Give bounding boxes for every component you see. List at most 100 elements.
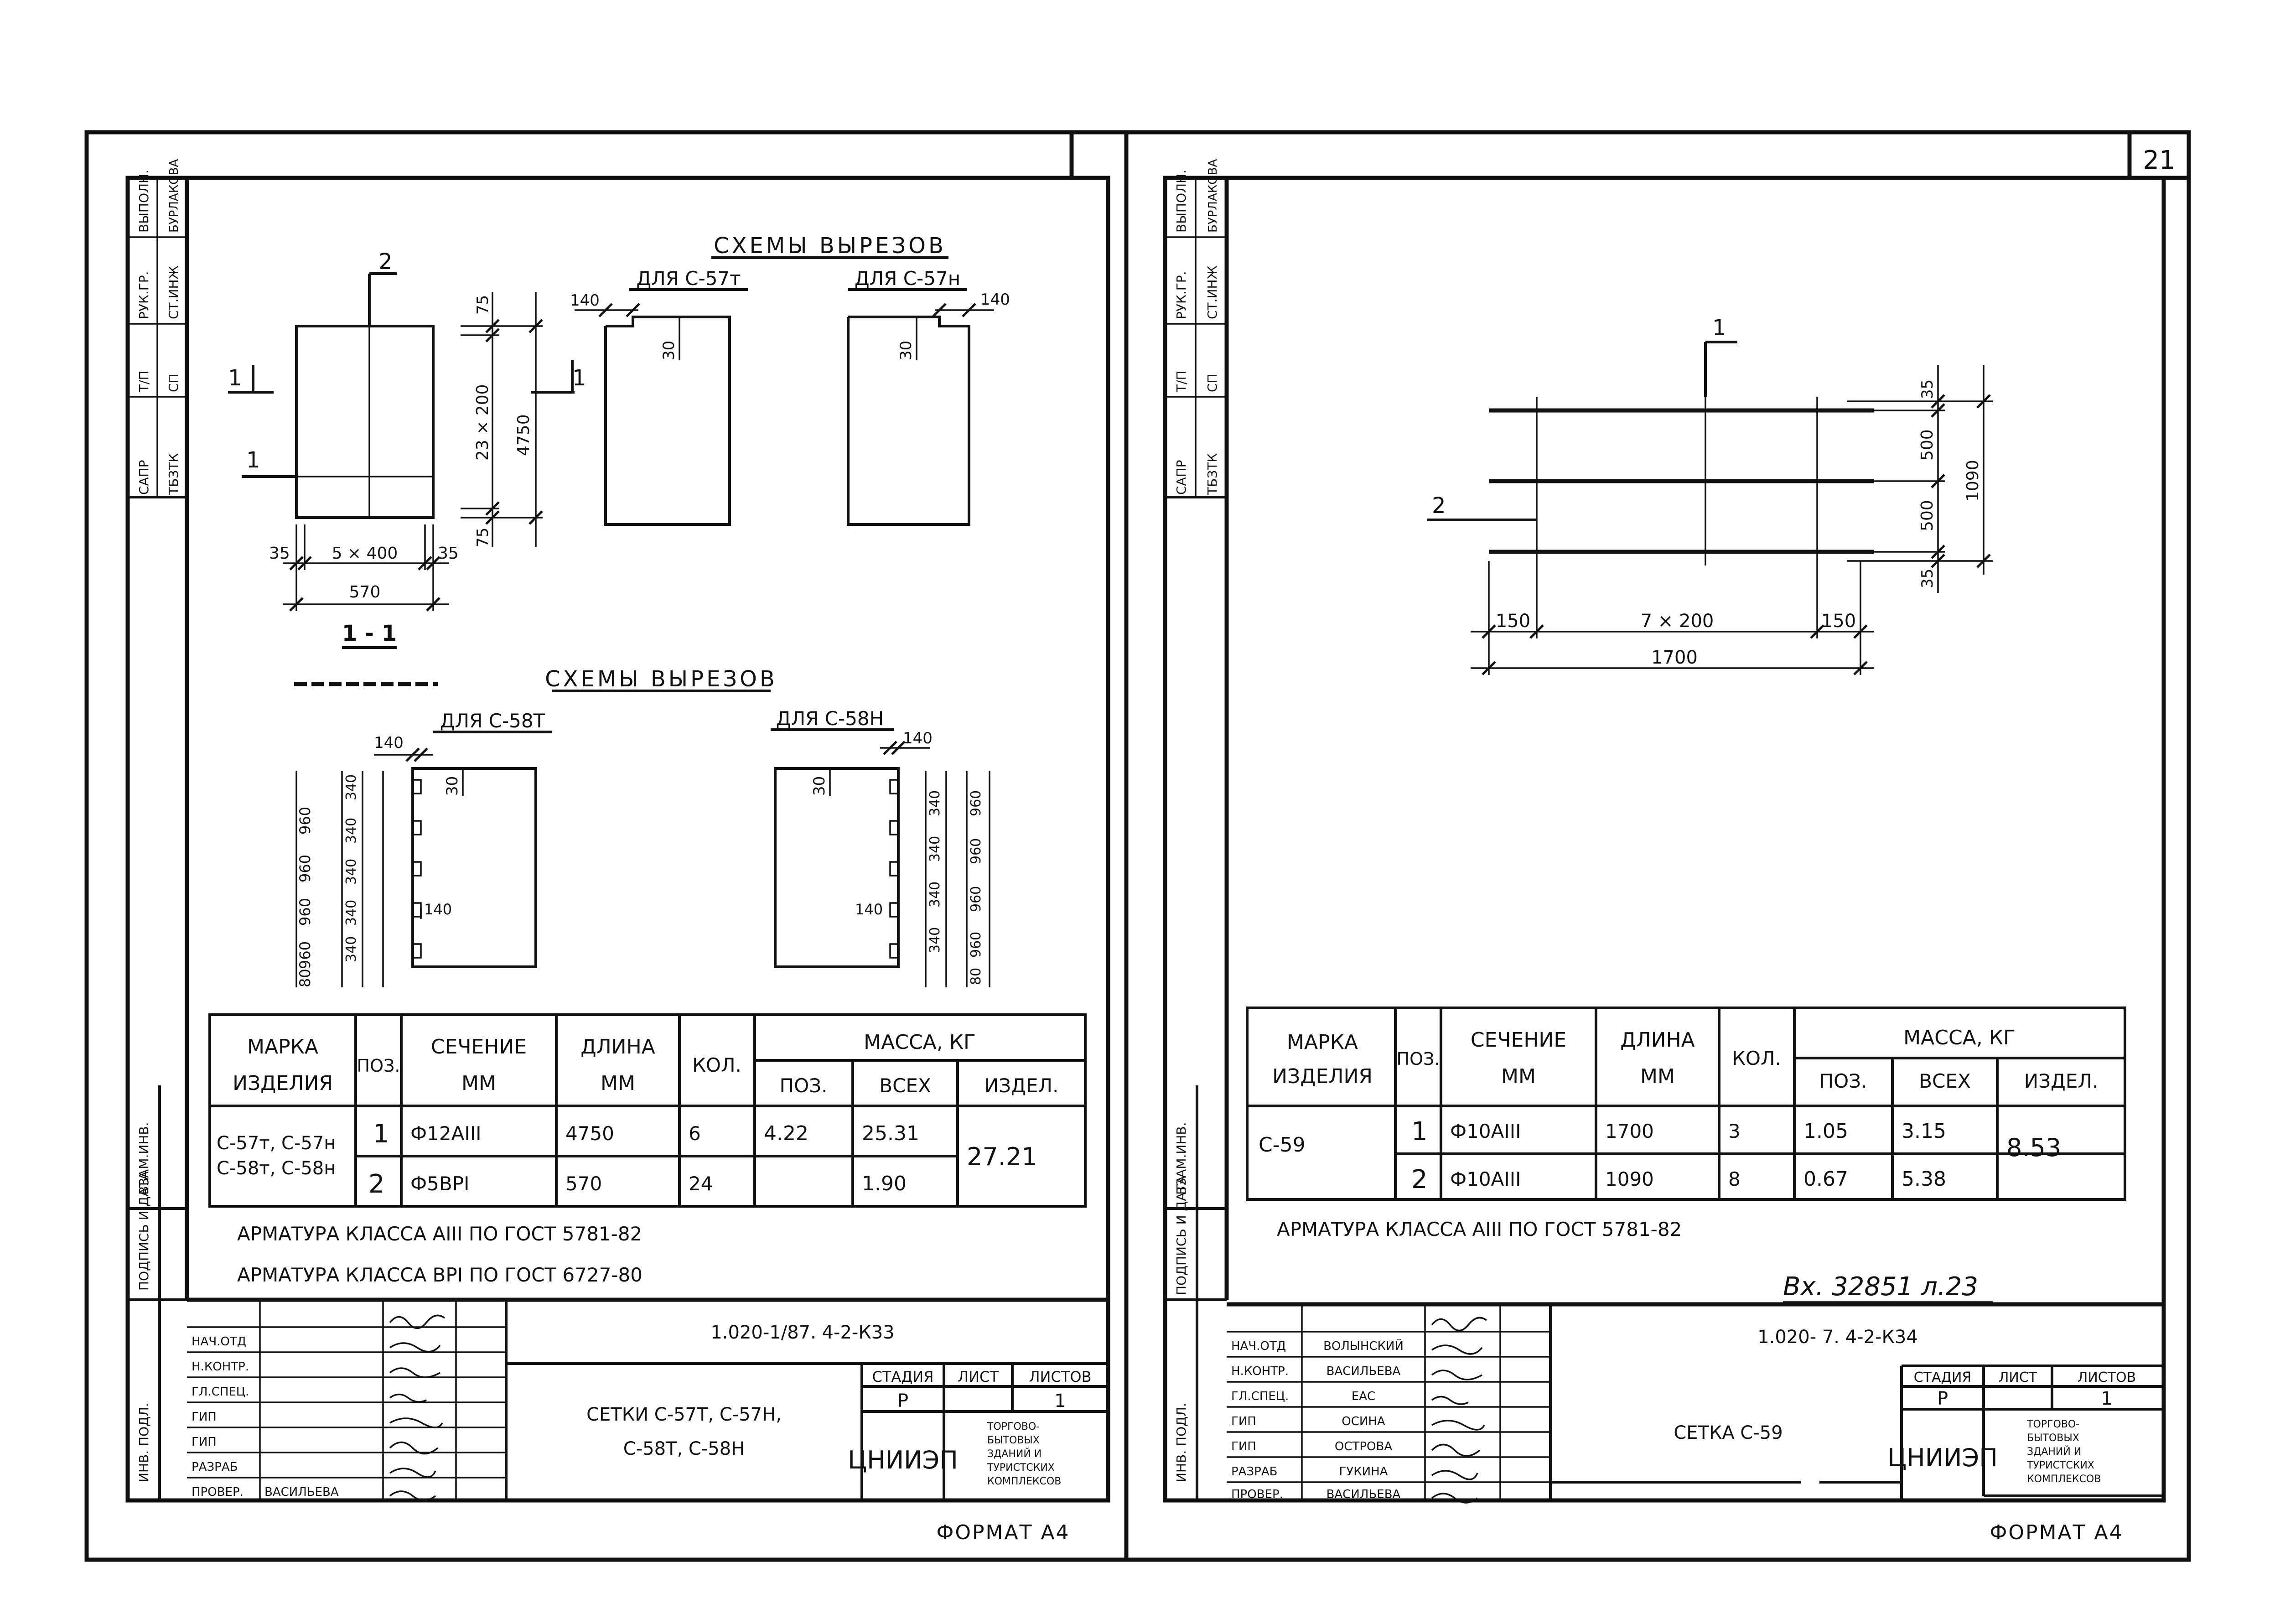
dim-140: 140 [980,291,1010,309]
dim-35: 35 [1918,569,1937,588]
td-mass-item: 8.53 [2006,1133,2061,1162]
th-length: ММ [1640,1065,1675,1088]
org-sub: ЗДАНИЙ И [987,1448,1042,1460]
doc-code: 1.020-1/87. 4-2-К33 [710,1322,894,1343]
stamp-text: РУК.ГР. [136,271,151,319]
role: ГИП [192,1410,217,1424]
dim-75-bottom: 75 [474,528,492,547]
name: ОСИНА [1342,1415,1385,1428]
td-mass-all: 1.90 [862,1172,907,1195]
td-length: 4750 [565,1122,614,1145]
sheets-header: ЛИСТОВ [2078,1370,2136,1385]
note-rebar: АРМАТУРА КЛАССА АIII ПО ГОСТ 5781-82 [237,1223,642,1245]
cutouts-title: СХЕМЫ ВЫРЕЗОВ [545,666,777,692]
role: РАЗРАБ [1231,1465,1277,1479]
org-sub: БЫТОВЫХ [2027,1432,2079,1444]
stamp-text: СТ.ИНЖ [166,265,181,319]
dim-500: 500 [1918,500,1937,531]
stage-value: Р [897,1391,908,1411]
sheets-value: 1 [2101,1388,2112,1409]
org-sub: КОМПЛЕКСОВ [987,1476,1061,1487]
dim-960: 960 [968,886,984,912]
cutout-label: ДЛЯ С-58Н [776,707,884,730]
th-section: СЕЧЕНИЕ [1471,1028,1566,1052]
td-section: Ф12АIII [410,1122,482,1145]
td-mass-pos: 0.67 [1803,1167,1848,1191]
td-length: 570 [565,1173,602,1195]
role: ГЛ.СПЕЦ. [192,1385,249,1399]
dim-140-notch: 140 [424,901,452,918]
stamp-text: САПР [136,460,151,495]
mark-1: 1 [1712,315,1726,341]
dim-340: 340 [927,882,943,908]
th-mass-all: ВСЕХ [879,1074,931,1097]
dim-30: 30 [897,341,915,360]
role: ГЛ.СПЕЦ. [1231,1390,1289,1403]
dim-75-top: 75 [474,295,492,315]
dim-340: 340 [927,927,943,953]
stamp-text: ВЫПОЛН. [1174,170,1189,233]
left-side-stamp: САПР Т/П РУК.ГР. ВЫПОЛН. ТБЗТК СП СТ.ИНЖ… [126,159,188,498]
name: ВАСИЛЬЕВА [1327,1365,1401,1378]
dim-340: 340 [927,836,943,862]
name: ВОЛЫНСКИЙ [1323,1339,1404,1353]
left-title-block: НАЧ.ОТД Н.КОНТР. ГЛ.СПЕЦ. ГИП ГИП РАЗРАБ… [187,1297,1108,1501]
cutouts-title: СХЕМЫ ВЫРЕЗОВ [714,233,946,259]
dim-140: 140 [570,291,600,310]
name: ГУКИНА [1339,1465,1388,1479]
role: Н.КОНТР. [192,1360,249,1374]
dim-960: 960 [296,855,314,882]
dim-35-right: 35 [438,544,459,563]
th-mass-item: ИЗДЕЛ. [985,1074,1059,1097]
th-mass-all: ВСЕХ [1919,1070,1970,1092]
mesh-view-c57: 2 1 1 35 5 × 400 35 570 75 23 × 200 4750… [228,249,543,686]
td-mass-all: 5.38 [1902,1167,1946,1191]
dim-340: 340 [343,859,359,885]
mark-section-1: 1 [228,365,242,391]
td-mass-item: 27.21 [967,1142,1037,1171]
dim-960: 960 [296,807,314,835]
dim-570: 570 [349,583,381,602]
right-spec-table: МАРКА ИЗДЕЛИЯ ПОЗ. СЕЧЕНИЕ ММ ДЛИНА ММ К… [1246,1007,2126,1201]
td-qty: 6 [689,1122,701,1145]
dim-340: 340 [343,900,359,926]
right-title-block: НАЧ.ОТД Н.КОНТР. ГЛ.СПЕЦ. ГИП ГИП РАЗРАБ… [1227,1302,2164,1504]
th-section: СЕЧЕНИЕ [431,1035,527,1058]
drawing-title: СЕТКИ С-57Т, С-57Н, [586,1404,782,1425]
td-pos: 1 [373,1119,389,1149]
left-side-labels: ВЗАМ.ИНВ. ПОДПИСЬ И ДАТА ИНВ. ПОДЛ. [128,1122,187,1482]
stamp-text: Т/П [136,370,151,393]
dim-30: 30 [660,341,678,360]
name: ЕАС [1352,1390,1375,1403]
td-pos: 1 [1411,1117,1428,1147]
td-section: Ф10АIII [1450,1168,1521,1190]
td-length: 1090 [1605,1168,1654,1190]
dim-340: 340 [343,774,359,800]
td-qty: 3 [1728,1120,1741,1142]
dim-960: 960 [296,941,314,969]
stamp-text: ТБЗТК [166,453,181,495]
dim-7x200: 7 × 200 [1641,611,1714,632]
stamp-text: БУРЛАКОВА [1206,159,1220,233]
sheets-header: ЛИСТОВ [1029,1368,1091,1385]
th-mark: МАРКА [247,1035,318,1058]
td-mark: С-57т, С-57н [217,1133,336,1154]
stamp-text: ТБЗТК [1205,453,1220,495]
th-mark: ИЗДЕЛИЯ [233,1072,333,1095]
td-length: 1700 [1605,1120,1654,1142]
stage-header: СТАДИЯ [872,1368,934,1385]
dim-80: 80 [968,968,984,985]
dim-35: 35 [1918,379,1937,399]
role: ГИП [192,1435,217,1449]
th-mass: МАССА, КГ [1903,1026,2016,1049]
signature [389,1314,446,1501]
td-qty: 8 [1728,1168,1741,1190]
right-side-labels: ВЗАМ.ИНВ. ПОДПИСЬ И ДАТА ИНВ. ПОДЛ. [1165,1122,1227,1482]
dim-5x400: 5 × 400 [332,544,398,563]
th-length: ММ [601,1072,635,1095]
stage-value: Р [1937,1388,1948,1409]
stamp-text: СП [166,374,181,392]
dim-35-left: 35 [269,544,290,563]
th-qty: КОЛ. [1732,1047,1781,1069]
dim-340: 340 [343,818,359,844]
